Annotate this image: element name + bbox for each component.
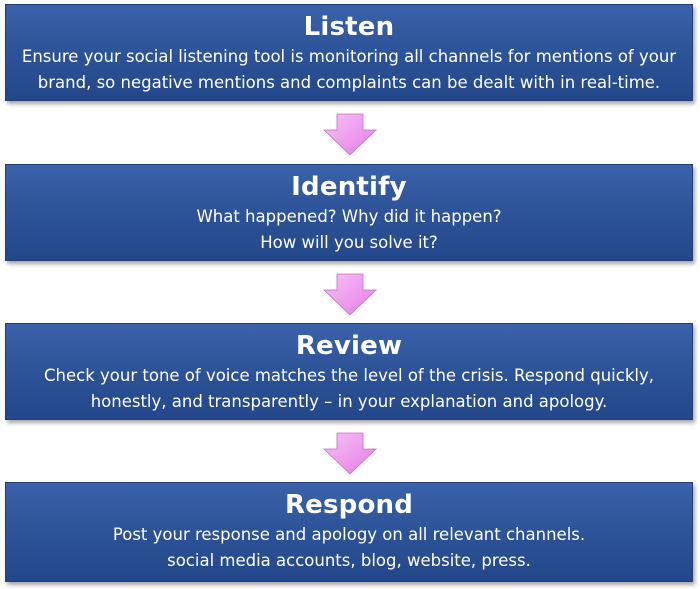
down-arrow-icon [323,432,377,475]
down-arrow-icon [323,113,377,156]
step-title-review: Review [295,331,403,361]
step-title-listen: Listen [303,12,395,42]
step-description-listen: Ensure your social listening tool is mon… [6,44,692,96]
step-description-line: social media accounts, blog, website, pr… [167,551,531,570]
step-description-line: How will you solve it? [260,233,438,252]
step-description-line: Post your response and apology on all re… [112,525,586,544]
step-box-review: Review Check your tone of voice matches … [5,323,693,420]
down-arrow-icon [323,273,377,316]
step-description-identify: What happened? Why did it happen? How wi… [6,204,692,256]
step-description-line: What happened? Why did it happen? [196,207,502,226]
step-title-identify: Identify [291,172,407,202]
step-description-respond: Post your response and apology on all re… [6,522,692,574]
step-box-respond: Respond Post your response and apology o… [5,482,693,582]
step-description-line: Ensure your social listening tool is mon… [21,47,677,66]
step-description-review: Check your tone of voice matches the lev… [6,363,692,415]
step-box-listen: Listen Ensure your social listening tool… [5,4,693,101]
step-description-line: brand, so negative mentions and complain… [37,73,661,92]
step-description-line: Check your tone of voice matches the lev… [44,366,654,385]
step-box-identify: Identify What happened? Why did it happe… [5,164,693,261]
step-description-line: honestly, and transparently – in your ex… [90,392,608,411]
step-title-respond: Respond [284,490,414,520]
